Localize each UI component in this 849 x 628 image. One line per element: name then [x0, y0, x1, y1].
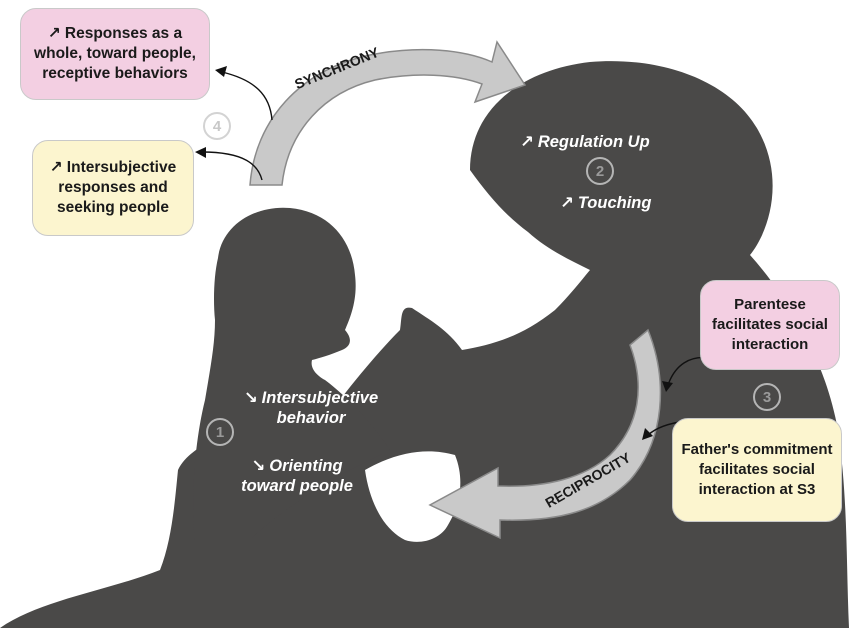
- increase-icon: ↗: [47, 25, 61, 42]
- decrease-icon: ↘: [251, 457, 266, 475]
- box-intersubjective-seeking: ↗Intersubjective responses and seeking p…: [32, 140, 194, 236]
- number-3: 3: [753, 383, 781, 411]
- child-silhouette: [193, 207, 390, 541]
- negative-space: [365, 451, 461, 542]
- intersubjective-behavior-text: ↘Intersubjective behavior: [243, 389, 379, 427]
- annotation-arrowheads: [195, 66, 673, 440]
- decrease-icon: ↘: [243, 389, 258, 407]
- box-father-commitment: Father's commitment facilitates social i…: [672, 418, 842, 522]
- touching-text: ↗Touching: [560, 194, 652, 212]
- increase-icon: ↗: [560, 194, 574, 212]
- regulation-up-text: ↗Regulation Up: [520, 133, 650, 151]
- increase-icon: ↗: [49, 159, 63, 176]
- reciprocity-arrow: [428, 328, 662, 540]
- box-responses-whole: ↗Responses as a whole, toward people, re…: [20, 8, 210, 100]
- increase-icon: ↗: [520, 133, 534, 151]
- box-parentese: Parentese facilitates social interaction: [700, 280, 840, 370]
- number-1: 1: [206, 418, 234, 446]
- number-4: 4: [203, 112, 231, 140]
- synchrony-arrow: [249, 40, 527, 186]
- number-2: 2: [586, 157, 614, 185]
- orienting-text: ↘Orienting toward people: [241, 457, 353, 495]
